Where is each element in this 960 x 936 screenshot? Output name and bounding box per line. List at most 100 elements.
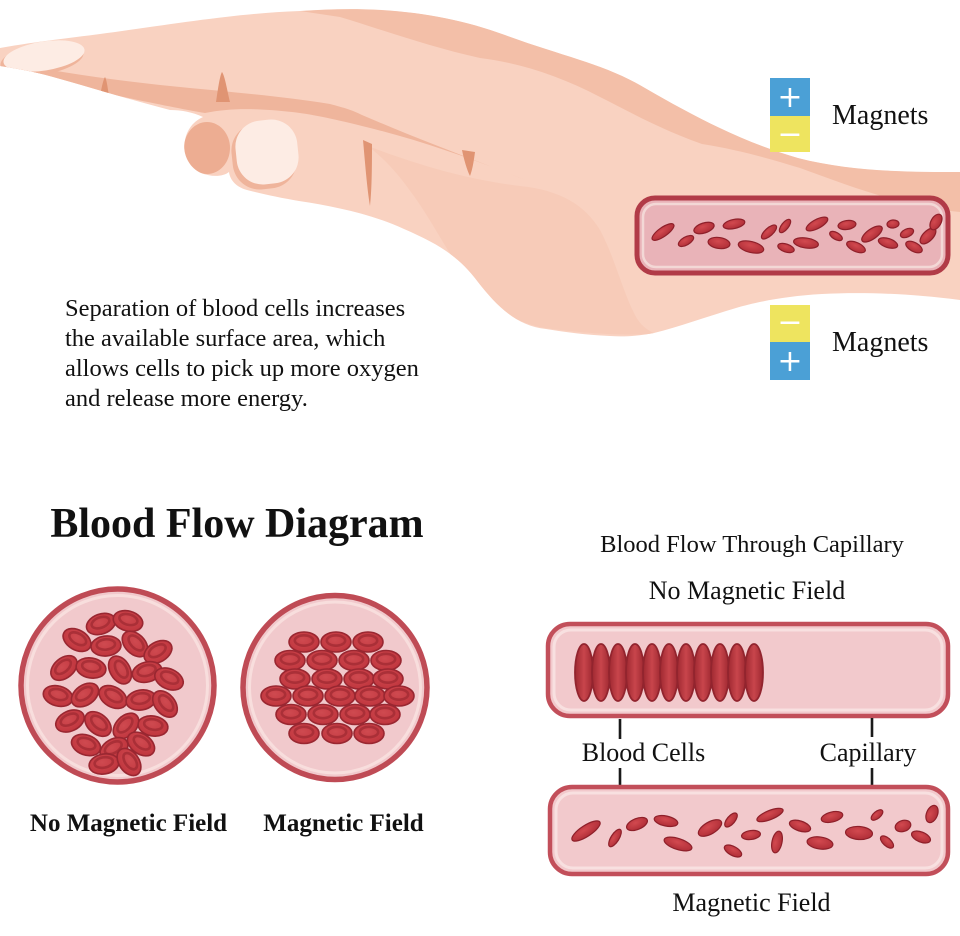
caption-paragraph: Separation of blood cells increases the … (65, 295, 419, 412)
blood-cell (844, 825, 874, 841)
blood-cell (771, 830, 783, 854)
magnet-top-negative-pole (770, 116, 810, 152)
circle-no-magnetic-field (18, 586, 217, 785)
blood-cell (777, 242, 795, 254)
blood-cell (737, 240, 765, 254)
finger-shadow-band (4, 62, 528, 181)
caption-line-2: the available surface area, which (65, 325, 385, 352)
blood-cell (337, 649, 371, 672)
blood-cell (740, 829, 762, 841)
capillary-subtitle: No Magnetic Field (649, 576, 845, 605)
blood-cell (323, 684, 357, 708)
blood-cell (877, 237, 899, 249)
blood-cell (760, 224, 778, 240)
knuckle-shading (184, 122, 230, 174)
thumb-nail (235, 119, 299, 185)
circle-magnetic-field (240, 592, 430, 783)
blood-cell (305, 649, 339, 672)
blood-cell (693, 221, 715, 235)
capillary-magnetic-field (547, 784, 951, 877)
finger-crease-2 (216, 72, 230, 102)
blood-cell (929, 213, 943, 231)
palm-shading (368, 146, 656, 335)
magnetic-field-bottom-label: Magnetic Field (672, 888, 830, 917)
blood-cell (829, 230, 843, 242)
blood-cell (353, 684, 387, 708)
hand-illustration (0, 9, 960, 337)
blood-cell (676, 643, 696, 702)
blood-cell (693, 643, 713, 702)
blood-cell (793, 237, 819, 249)
no-magnetic-field-label: No Magnetic Field (30, 810, 227, 837)
minus-symbol: − (777, 117, 802, 152)
blood-cell (886, 219, 900, 229)
blood-cell (352, 722, 386, 745)
blood-cell (778, 218, 792, 234)
blood-cell (837, 219, 857, 231)
wrist-capillary (634, 195, 951, 276)
blood-cell (319, 630, 353, 654)
blood-cell (382, 684, 416, 708)
blood-cell (899, 227, 915, 239)
blood-cell (306, 703, 340, 726)
blood-cell (259, 684, 293, 708)
magnet-top-label: Magnets (832, 100, 928, 131)
blood-cell (727, 643, 747, 702)
blood-cell (846, 240, 866, 254)
blood-cell (287, 722, 321, 745)
blood-cell (591, 643, 611, 702)
plus-symbol: + (777, 344, 802, 379)
blood-cell (653, 814, 679, 828)
blood-cell (870, 809, 884, 821)
blood-cell (287, 630, 321, 654)
minus-symbol: − (777, 305, 802, 340)
blood-cell (905, 240, 923, 254)
blood-cell (351, 630, 385, 654)
plus-symbol: + (777, 80, 802, 115)
blood-cell (806, 836, 834, 850)
blood-cell (820, 810, 844, 824)
blood-cell (625, 643, 645, 702)
blood-cell (925, 804, 939, 824)
blood-cell (697, 819, 723, 837)
blood-cell (744, 643, 764, 702)
capillary-label: Capillary (820, 738, 917, 767)
blood-cell (910, 830, 932, 844)
magnet-top: + − (770, 78, 810, 152)
capillary-flow-title: Blood Flow Through Capillary (600, 531, 904, 558)
hand-top-shading (300, 9, 960, 213)
magnet-bottom: − + (770, 305, 810, 380)
magnet-bottom-negative-pole (770, 305, 810, 342)
blood-cell (894, 819, 912, 833)
blood-cells-label: Blood Cells (582, 738, 706, 767)
blood-cell (369, 649, 403, 672)
blood-cell (724, 812, 738, 828)
blood-cell (788, 819, 812, 833)
blood-cell (861, 225, 883, 243)
caption-line-1: Separation of blood cells increases (65, 295, 405, 322)
blood-cell (663, 836, 693, 852)
blood-cell (805, 216, 829, 232)
blood-cell (642, 643, 662, 702)
blood-cell (291, 684, 325, 708)
caption-line-4: and release more energy. (65, 385, 308, 412)
blood-cell (651, 223, 675, 241)
blood-cell (338, 703, 372, 726)
magnet-top-positive-pole (770, 78, 810, 116)
blood-cell (274, 703, 308, 726)
finger-crease-4 (462, 150, 475, 176)
blood-cell (707, 236, 731, 250)
blood-cell (710, 643, 730, 702)
finger-crease-3 (363, 140, 372, 206)
blood-cell (608, 828, 622, 848)
magnet-bottom-positive-pole (770, 342, 810, 380)
blood-cell (625, 816, 649, 832)
blood-cell (368, 703, 402, 726)
capillary-no-field (545, 621, 951, 719)
blood-cell (879, 835, 895, 849)
blood-cell (677, 234, 695, 248)
blood-cell (722, 218, 746, 230)
blood-cell (273, 649, 307, 672)
blood-cell (723, 844, 743, 858)
